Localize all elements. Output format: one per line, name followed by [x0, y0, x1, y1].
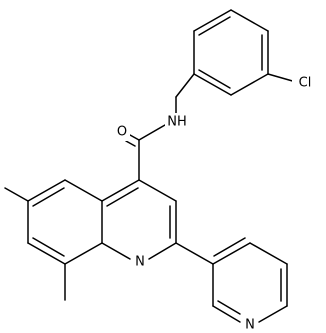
quinoline-pyridine-ring: [101, 179, 177, 260]
chlorine-bond: [267, 73, 297, 83]
bond: [106, 187, 139, 207]
amide-cn-bond: [138, 124, 166, 141]
bond: [64, 242, 103, 265]
bond: [198, 16, 231, 36]
label-halo: [242, 316, 258, 333]
bond: [212, 242, 251, 265]
bond: [32, 237, 65, 257]
chlorine-label: Cl: [299, 76, 312, 91]
label-halo: [114, 123, 130, 141]
bond: [101, 242, 131, 260]
bond: [198, 69, 231, 89]
bond: [101, 179, 140, 202]
amide-nh-label: NH: [167, 115, 187, 130]
bond: [230, 9, 269, 32]
carbonyl-oxygen-label: O: [117, 125, 127, 140]
bond: [193, 73, 232, 96]
bond: [138, 179, 177, 202]
label-halo: [292, 73, 318, 91]
carbonyl-bond-a: [129, 134, 140, 141]
bond: [217, 300, 241, 315]
bond: [212, 305, 241, 323]
biaryl-bond: [175, 242, 214, 265]
bond: [230, 73, 269, 96]
chlorophenyl-ring: [193, 9, 269, 96]
pyridine-nitrogen-label: N: [245, 318, 255, 333]
bond: [193, 9, 232, 32]
quinoline-benzo-ring: [27, 179, 103, 265]
benzyl-bond: [175, 73, 195, 98]
label-halo: [132, 253, 148, 271]
bond: [32, 187, 65, 207]
carbonyl-bond-b: [125, 140, 136, 147]
methyl-6-bond: [4, 187, 29, 202]
label-halo: [165, 113, 189, 131]
quinoline-nitrogen-label: N: [135, 255, 145, 270]
bond: [27, 242, 66, 265]
bond: [148, 242, 177, 260]
bond: [27, 179, 66, 202]
bond: [213, 237, 246, 257]
bond: [249, 242, 288, 265]
bond: [64, 179, 103, 202]
bond: [258, 305, 288, 323]
pyridine-ring: [212, 237, 288, 323]
